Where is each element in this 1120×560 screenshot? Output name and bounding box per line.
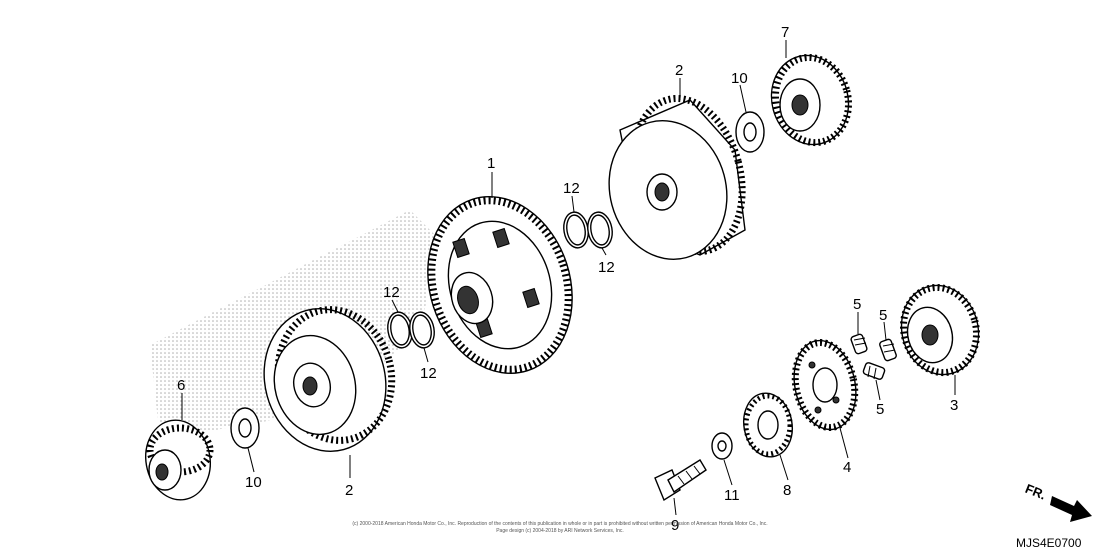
part-10-washer-lower[interactable] [230,407,260,449]
part-2-clutch-drum-upper[interactable] [594,86,759,272]
diagram-code: MJS4E0700 [1016,536,1082,550]
part-12-o-ring-b[interactable] [407,310,437,350]
copyright-line-1: (c) 2000-2018 American Honda Motor Co., … [352,521,768,527]
callout-10-upper: 10 [731,70,748,87]
part-5-spring-a[interactable] [850,333,868,355]
callout-5-b: 5 [879,307,887,324]
copyright-line-2: Page design (c) 2004-2018 by ARI Network… [496,528,624,534]
callout-11: 11 [724,487,740,504]
part-6-gear[interactable] [140,415,217,505]
callout-2-upper: 2 [675,62,683,79]
part-7-gear[interactable] [762,47,859,154]
part-10-washer-upper[interactable] [735,111,765,153]
callout-12-a: 12 [383,284,400,301]
callout-2-lower: 2 [345,482,353,499]
part-5-spring-b[interactable] [879,338,897,362]
copyright-notice: (c) 2000-2018 American Honda Motor Co., … [300,521,820,535]
part-9-bolt[interactable] [654,459,707,502]
part-4-plate-gear[interactable] [786,335,863,436]
callout-12-c: 12 [563,180,580,197]
part-5-spring-c[interactable] [862,362,886,380]
part-3-gear[interactable] [892,277,989,384]
part-1-primary-gear[interactable] [406,178,595,392]
callout-5-a: 5 [853,296,861,313]
part-11-washer[interactable] [711,432,733,460]
callout-9: 9 [671,517,679,534]
callout-4: 4 [843,459,851,476]
part-12-o-ring-d[interactable] [585,210,615,250]
callout-8: 8 [783,482,791,499]
callout-3: 3 [950,397,958,414]
front-arrow-label: FR. [1023,481,1048,503]
callout-7: 7 [781,24,789,41]
leader-lines [181,40,956,516]
part-2-clutch-outer-lower[interactable] [248,295,406,465]
front-arrow-icon: FR. [1023,481,1092,522]
callout-12-d: 12 [598,259,615,276]
callout-12-b: 12 [420,365,437,382]
part-8-washer-plate[interactable] [739,389,797,460]
callout-6: 6 [177,377,185,394]
callout-5-c: 5 [876,401,884,418]
callout-1: 1 [487,155,495,172]
part-12-o-ring-c[interactable] [561,210,591,250]
callout-10-lower: 10 [245,474,262,491]
